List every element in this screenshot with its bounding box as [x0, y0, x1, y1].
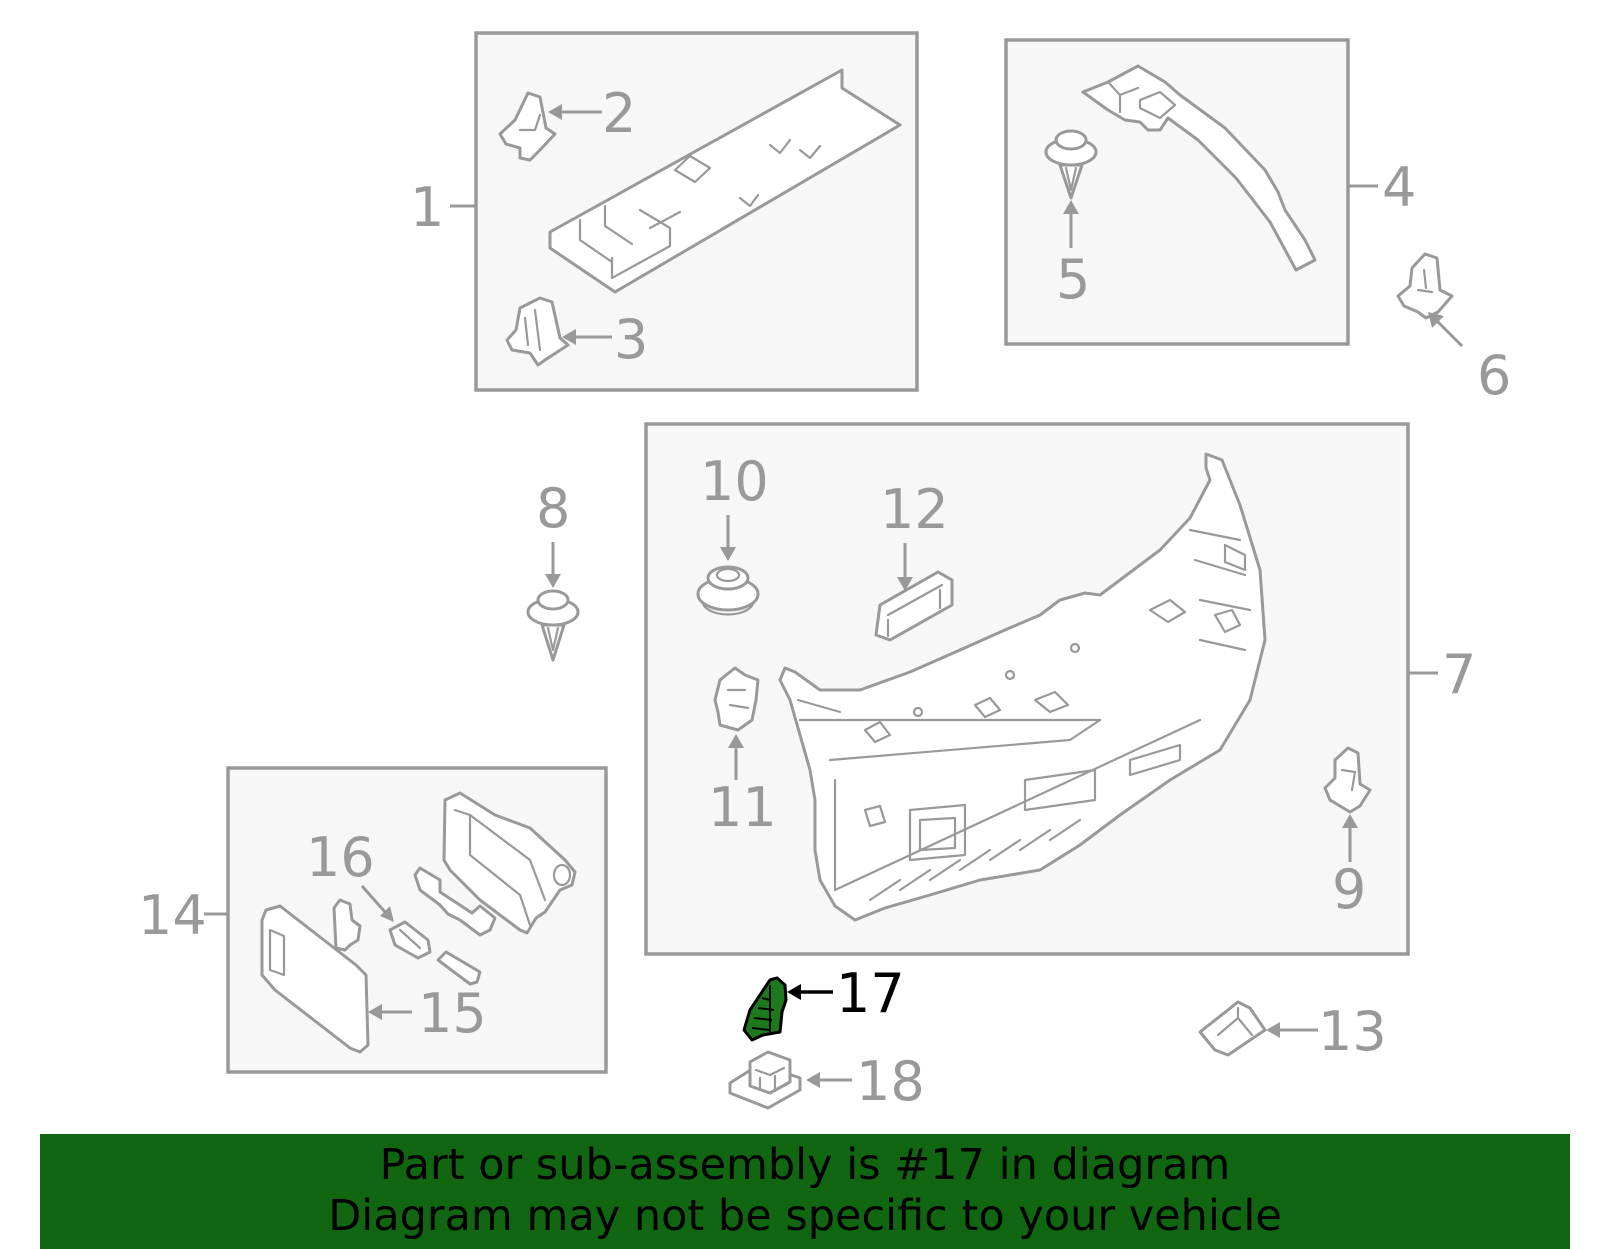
- callout-12: 12: [880, 478, 949, 541]
- part-7-liftgate-trim: [778, 452, 1267, 922]
- part-10-grommet: [696, 565, 760, 616]
- callout-9: 9: [1332, 858, 1366, 921]
- part-14-lamp-housing: [442, 791, 577, 935]
- part-15-lens: [260, 904, 370, 1054]
- part-4-moulding: [1081, 64, 1317, 272]
- callout-15: 15: [418, 982, 487, 1045]
- part-16-socket: [388, 920, 432, 960]
- banner-line-1: Part or sub-assembly is #17 in diagram: [379, 1140, 1231, 1190]
- callout-14: 14: [138, 884, 207, 947]
- callout-6: 6: [1477, 344, 1511, 407]
- callout-numbers: 1 2 3 4 5 6 7 8 9 10 11 12 13 14 15 16 1…: [138, 82, 1511, 1113]
- callout-2: 2: [602, 82, 636, 145]
- part-13-bracket: [1198, 1000, 1267, 1057]
- part-11-bracket: [713, 666, 760, 732]
- info-banner: Part or sub-assembly is #17 in diagram D…: [40, 1134, 1570, 1249]
- callout-17[interactable]: 17: [836, 962, 905, 1025]
- callout-13: 13: [1318, 1000, 1387, 1063]
- banner-line-2: Diagram may not be specific to your vehi…: [328, 1191, 1282, 1241]
- part-14-small-pieces: [332, 866, 497, 986]
- part-2-clip: [498, 91, 557, 162]
- callout-3: 3: [614, 308, 648, 371]
- part-12-bracket: [874, 570, 954, 642]
- callout-5: 5: [1056, 248, 1090, 311]
- part-8-push-pin: [526, 589, 580, 662]
- part-9-clip: [1323, 746, 1372, 814]
- part-6-clip: [1396, 252, 1454, 320]
- callout-8: 8: [536, 477, 570, 540]
- part-3-clip: [505, 296, 570, 367]
- callout-7: 7: [1442, 643, 1476, 706]
- part-18-base-clip: [728, 1050, 802, 1110]
- callout-16: 16: [306, 826, 375, 889]
- part-5-push-pin: [1044, 129, 1098, 200]
- part-1-trim-panel: [548, 68, 902, 294]
- callout-10: 10: [700, 450, 769, 513]
- callout-1: 1: [410, 176, 444, 239]
- banner-text: Part or sub-assembly is #17 in diagram D…: [40, 1134, 1570, 1242]
- callout-11: 11: [708, 776, 777, 839]
- callout-4: 4: [1382, 156, 1416, 219]
- part-17-highlighted-clip[interactable]: [742, 976, 788, 1042]
- leader-lines: [204, 104, 1464, 1088]
- callout-18: 18: [856, 1050, 925, 1113]
